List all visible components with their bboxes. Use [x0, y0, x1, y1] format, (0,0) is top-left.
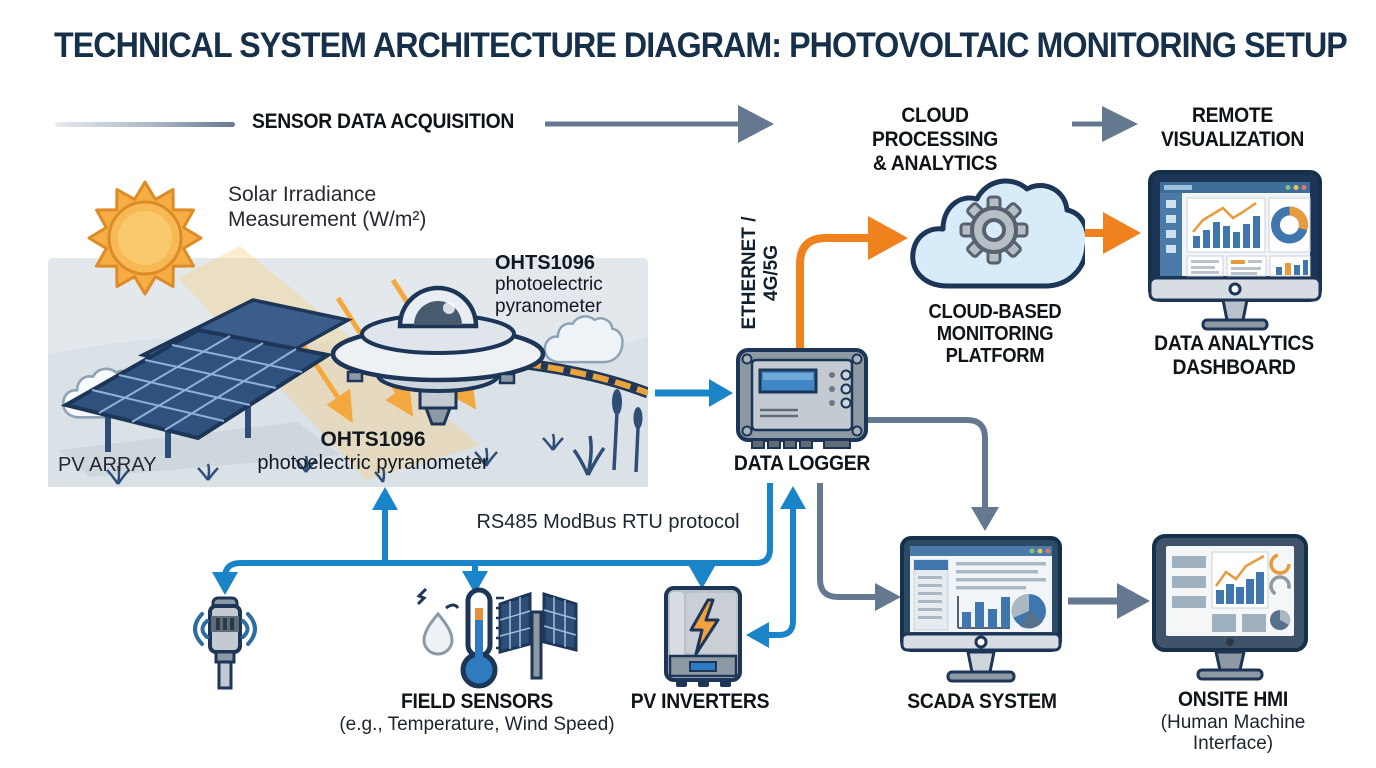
logger-leds [829, 369, 852, 409]
hmi-gauge-icons [1269, 553, 1291, 630]
arrow-bus-to-pyranometer-label [372, 487, 398, 563]
pv-inverters-label: PV INVERTERS [630, 690, 770, 713]
gear-icon [959, 195, 1029, 265]
onsite-hmi-label: ONSITE HMI (Human Machine Interface) [1160, 688, 1306, 755]
arrow-cloud-to-dashboard [1078, 212, 1141, 254]
field-sensors-label: FIELD SENSORS (e.g., Temperature, Wind S… [339, 690, 615, 735]
thermometer-icon [460, 587, 504, 689]
wireless-waves-icon [193, 612, 257, 646]
droplet-icon [422, 611, 454, 656]
lightning-bolt-icon [689, 598, 720, 656]
cloud-platform-icon [910, 178, 1085, 289]
pyranometer-label-bottom: OHTS1096 photoelectric pyranometer [257, 428, 489, 475]
sun-icon [87, 180, 203, 296]
arrow-bus-to-inverter [689, 563, 715, 589]
pyranometer-label-top: OHTS1096 photoelectric pyranometer [495, 252, 603, 317]
pv-array-label: PV ARRAY [58, 454, 157, 476]
pyranometer-icon [330, 285, 648, 426]
arrow-logger-to-scada-left [817, 483, 901, 611]
dashboard-monitor-icon [1148, 170, 1322, 331]
arrow-scada-to-hmi [1068, 583, 1150, 619]
arrow-logger-to-scada-top [866, 417, 999, 531]
dashboard-label: DATA ANALYTICS DASHBOARD [1154, 332, 1314, 379]
scada-pie-icon [1011, 593, 1046, 629]
page-title: TECHNICAL SYSTEM ARCHITECTURE DIAGRAM: P… [54, 26, 1348, 65]
ethernet-uplink-label: ETHERNET / 4G/5G [739, 216, 782, 330]
wind-panel-icon [498, 591, 578, 680]
logger-ports [751, 439, 851, 449]
temp-wind-sensor-icon [416, 587, 578, 689]
pv-array-icon [58, 298, 353, 477]
flow-stage-cloud: CLOUD PROCESSING & ANALYTICS [871, 104, 999, 176]
flash-squiggle-icon [416, 587, 428, 606]
hmi-monitor-icon [1152, 534, 1308, 681]
data-logger-label: DATA LOGGER [733, 452, 871, 475]
irradiance-label: Solar Irradiance Measurement (W/m²) [228, 183, 427, 231]
rs485-protocol-label: RS485 ModBus RTU protocol [476, 511, 740, 533]
arrow-pyranometer-to-logger [655, 379, 733, 407]
arrow-logger-to-cloud [796, 216, 908, 352]
flow-start-line [55, 122, 235, 127]
scada-monitor-icon [900, 536, 1062, 683]
wireless-sensor-icon [193, 596, 257, 690]
flow-stage-acquisition: SENSOR DATA ACQUISITION [252, 110, 514, 133]
scada-label: SCADA SYSTEM [907, 690, 1057, 713]
data-logger-icon [736, 348, 868, 449]
flow-arrow-cloud-to-remote [1072, 106, 1138, 142]
flow-arrow-acquisition-to-cloud [545, 105, 774, 143]
cloud-platform-label: CLOUD-BASED MONITORING PLATFORM [928, 301, 1062, 367]
arrow-bus-to-field-sensor-2 [462, 563, 488, 594]
cloud-small-right-icon [543, 315, 624, 364]
pv-inverter-icon [664, 586, 742, 687]
grass-tufts [106, 389, 643, 485]
flow-stage-remote: REMOTE VISUALIZATION [1160, 104, 1305, 152]
rs485-bus-line [212, 483, 773, 595]
arrow-inverter-logger-bidirectional [746, 486, 806, 648]
field-scene [48, 180, 648, 487]
